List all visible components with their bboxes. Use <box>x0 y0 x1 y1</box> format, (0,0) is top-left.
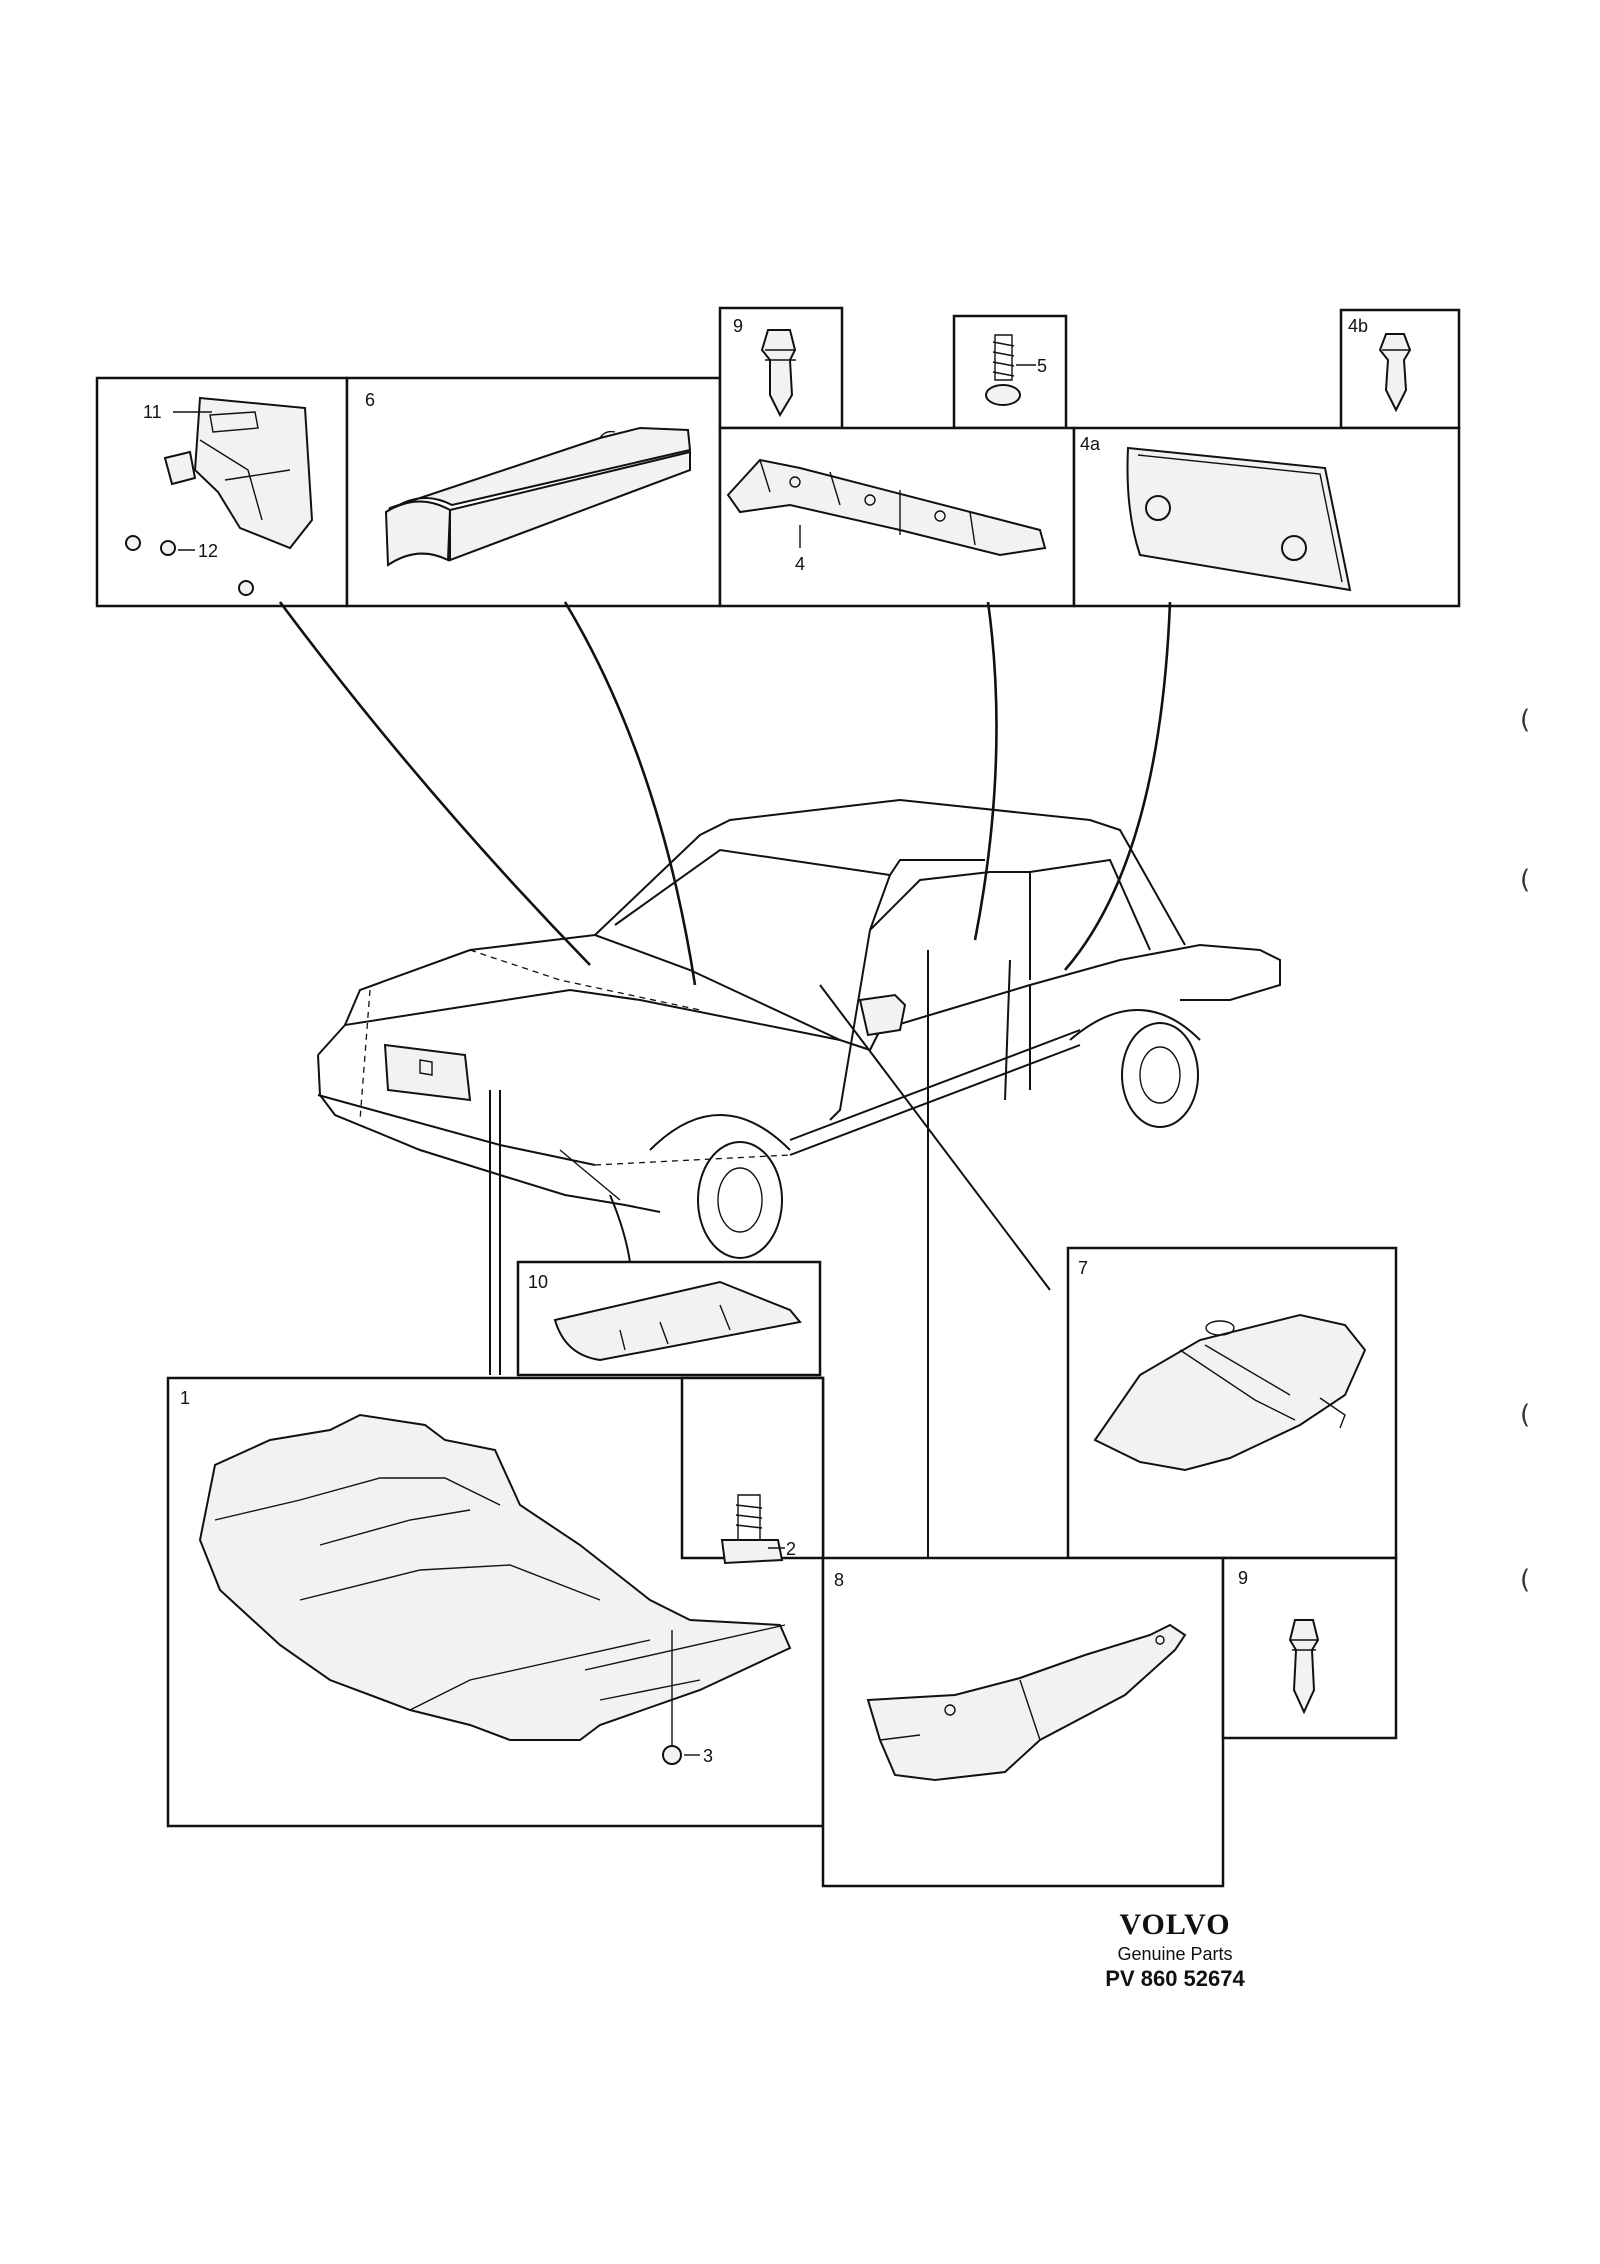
label-part-4a: 4a <box>1080 434 1101 454</box>
panel-part-9-bottom: 9 <box>1221 1556 1398 1740</box>
label-part-6: 6 <box>365 390 375 410</box>
panel-part-7: 7 <box>1066 1246 1398 1560</box>
car-illustration <box>317 798 1281 1259</box>
diagram-code: PV 860 52674 <box>1105 1966 1245 1991</box>
panel-part-4a: 4a <box>1072 426 1461 608</box>
label-part-4b: 4b <box>1348 316 1368 336</box>
label-part-1: 1 <box>180 1388 190 1408</box>
brand-block: VOLVO Genuine Parts PV 860 52674 <box>1090 1908 1260 1992</box>
label-part-8: 8 <box>834 1570 844 1590</box>
margin-mark: ( <box>1520 705 1531 735</box>
label-part-12: 12 <box>198 541 218 561</box>
panel-part-4b: 4b <box>1339 308 1461 430</box>
label-part-9-bottom: 9 <box>1238 1568 1248 1588</box>
panel-part-5: 5 <box>952 314 1068 430</box>
panel-part-4: 4 <box>718 426 1076 608</box>
label-part-7: 7 <box>1078 1258 1088 1278</box>
label-part-5: 5 <box>1037 356 1047 376</box>
volvo-logo: VOLVO <box>1119 1908 1231 1941</box>
label-part-11: 11 <box>143 402 162 422</box>
label-part-3: 3 <box>703 1746 713 1766</box>
margin-mark: ( <box>1520 1400 1531 1430</box>
panel-part-10: 10 <box>516 1260 822 1377</box>
leader-lines <box>278 601 1172 1560</box>
label-part-9-top: 9 <box>733 316 743 336</box>
panel-part-11-12: 11 12 <box>95 376 349 608</box>
label-part-10: 10 <box>528 1272 548 1292</box>
label-part-4: 4 <box>795 554 805 574</box>
panel-part-9-top: 9 <box>718 306 844 430</box>
panel-part-2: 2 <box>680 1376 825 1565</box>
margin-mark: ( <box>1520 865 1531 895</box>
panel-part-6: 6 <box>345 376 722 608</box>
brand-subtitle: Genuine Parts <box>1117 1944 1233 1964</box>
margin-mark: ( <box>1520 1565 1531 1595</box>
label-part-2: 2 <box>786 1539 796 1559</box>
panel-part-8: 8 <box>821 1556 1225 1888</box>
